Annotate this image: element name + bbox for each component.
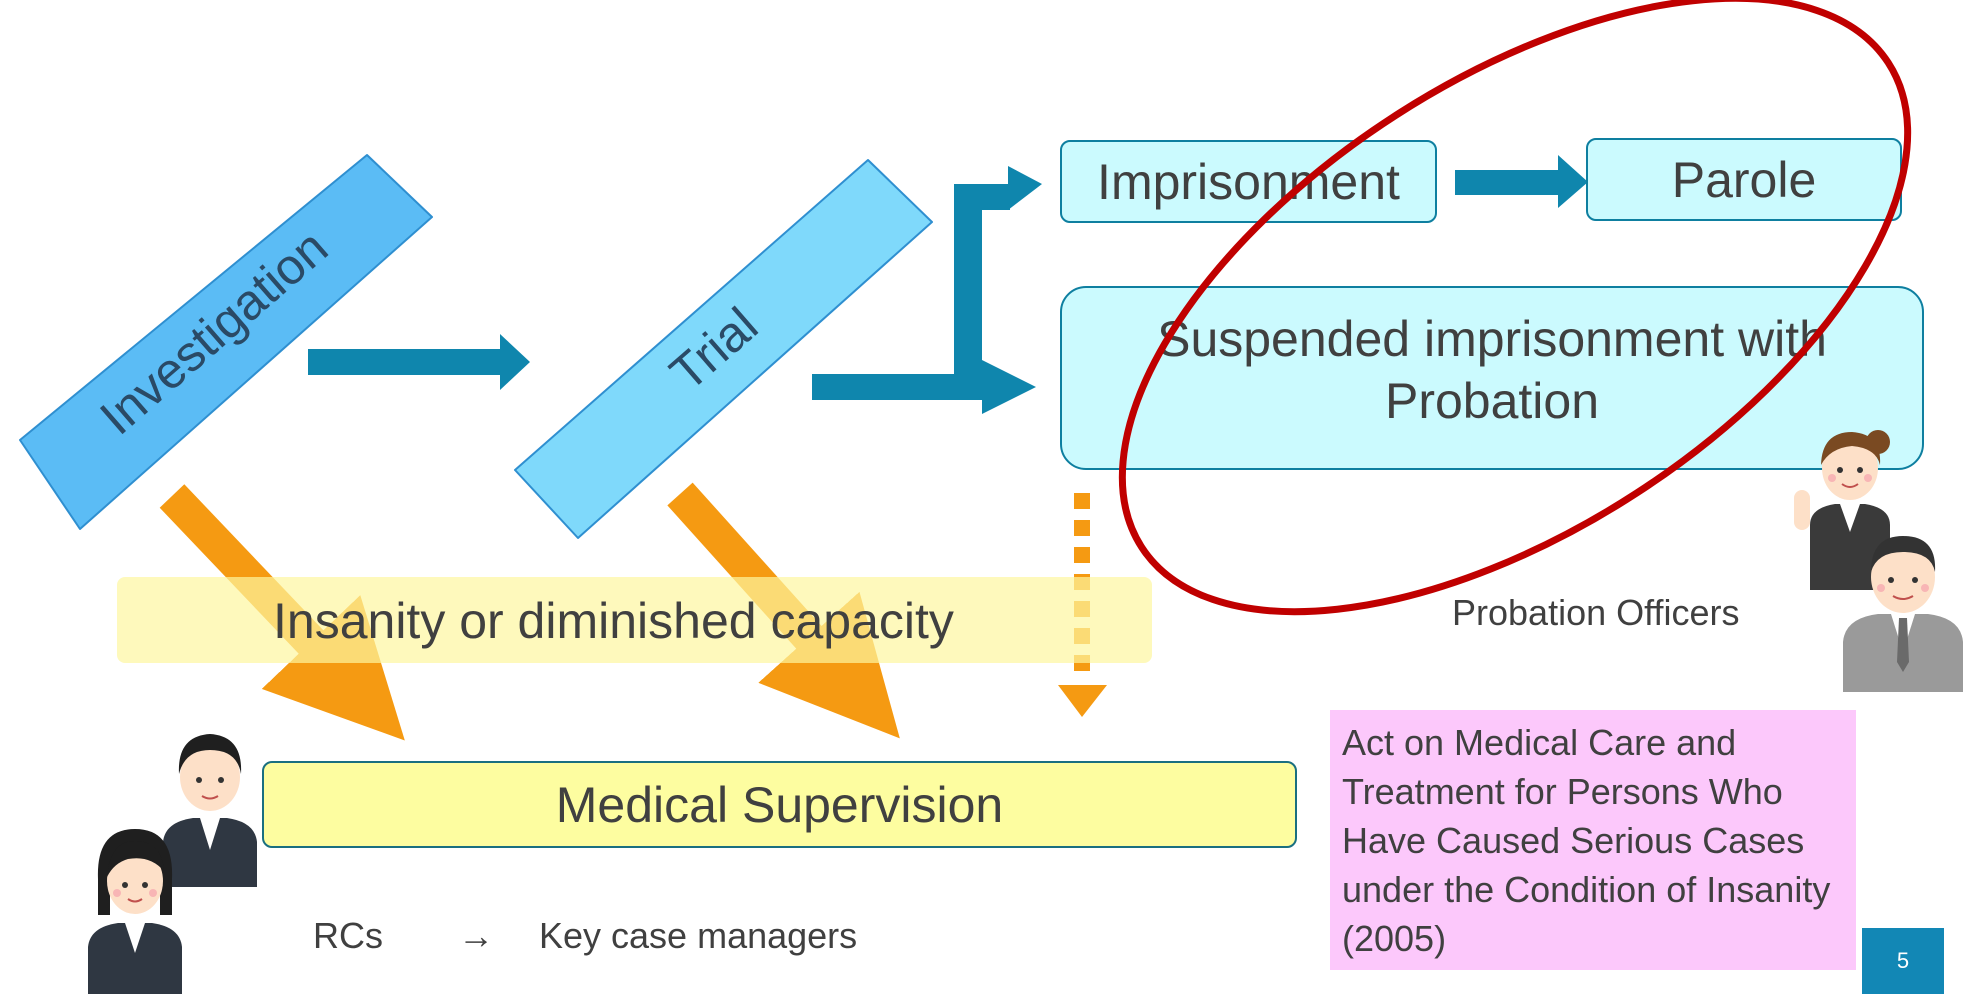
probation-officers-label: Probation Officers bbox=[1452, 592, 1740, 633]
caption-arrow: → bbox=[458, 915, 494, 956]
imprisonment-box: Imprisonment bbox=[1060, 140, 1437, 223]
businessman-icon bbox=[163, 734, 257, 887]
businesswoman-icon bbox=[88, 829, 182, 994]
probation-officer-woman-icon bbox=[1794, 430, 1890, 590]
suspended-probation-label: Suspended imprisonment with Probation bbox=[1157, 311, 1827, 429]
probation-officer-man-icon bbox=[1843, 536, 1963, 692]
insanity-band bbox=[117, 577, 1152, 663]
arrow-trial-to-outcomes bbox=[812, 166, 1042, 414]
act-note-text: Act on Medical Care and Treatment for Pe… bbox=[1342, 722, 1831, 959]
arrow-investigation-to-trial bbox=[308, 334, 530, 390]
parole-label: Parole bbox=[1671, 151, 1817, 208]
investigation-stage: Investigation bbox=[19, 154, 433, 530]
rcs-label: RCs bbox=[313, 915, 383, 956]
act-note-box: Act on Medical Care and Treatment for Pe… bbox=[1330, 710, 1856, 970]
medical-supervision-box: Medical Supervision bbox=[262, 761, 1297, 848]
parole-box: Parole bbox=[1586, 138, 1902, 221]
trial-stage: Trial bbox=[514, 159, 933, 539]
arrow-imprisonment-to-parole bbox=[1455, 155, 1588, 208]
medical-supervision-label: Medical Supervision bbox=[555, 776, 1004, 833]
insanity-label: Insanity or diminished capacity bbox=[273, 593, 954, 649]
page-number-badge: 5 bbox=[1862, 928, 1944, 994]
key-case-managers-label: Key case managers bbox=[539, 915, 858, 956]
imprisonment-label: Imprisonment bbox=[1097, 153, 1400, 210]
page-number: 5 bbox=[1896, 948, 1910, 973]
